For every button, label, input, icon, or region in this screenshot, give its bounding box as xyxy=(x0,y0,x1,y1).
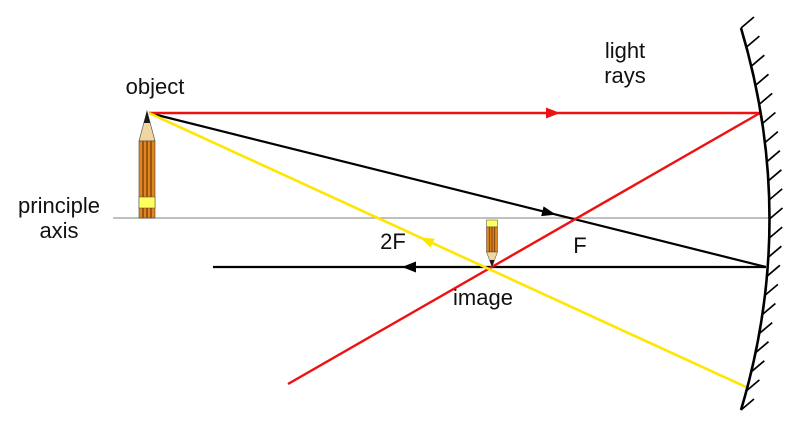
mirror xyxy=(739,16,784,411)
object-pencil-graphite xyxy=(143,111,151,123)
image-pencil-band xyxy=(486,219,498,228)
image-pencil-wood-tip xyxy=(486,251,498,268)
image-pencil xyxy=(486,219,498,268)
image-label: image xyxy=(453,285,513,310)
f-label: F xyxy=(573,233,587,258)
object-pencil-band xyxy=(138,196,156,209)
mirror-arc xyxy=(739,27,771,411)
object-pencil xyxy=(138,109,156,219)
black-return-ray-arrow xyxy=(402,261,416,273)
image-pencil-graphite xyxy=(489,260,495,267)
image-pencil-stripes xyxy=(488,227,496,252)
mirror-hatching xyxy=(740,16,784,411)
yellow-ray-arrow xyxy=(420,237,435,248)
two-f-label: 2F xyxy=(380,229,406,254)
focal-ray-incident xyxy=(148,111,767,269)
center-ray xyxy=(148,111,747,389)
parallel-ray-reflected xyxy=(287,111,761,386)
object-label: object xyxy=(125,74,185,99)
light-rays-label: light rays xyxy=(604,38,646,88)
black-ray-arrow xyxy=(541,206,556,217)
principle-axis-label: principle axis xyxy=(18,193,100,243)
red-ray-arrow xyxy=(546,107,560,119)
